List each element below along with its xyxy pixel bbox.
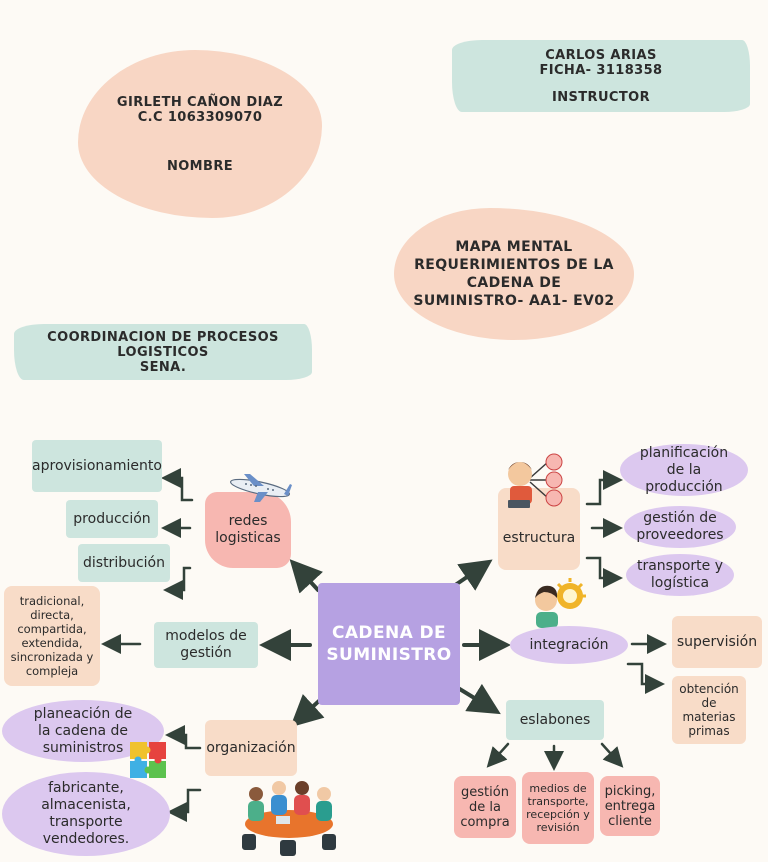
arrow-redes-distribucion [163,566,192,600]
redes-item-label: distribución [83,554,165,571]
center-node-label: CADENA DE SUMINISTRO [326,623,452,665]
organizacion-label: organización [206,739,296,756]
integracion-node: integración [510,626,628,664]
eslabones-item-compra: gestión de la compra [454,776,516,838]
redes-node: redes logisticas [205,492,291,568]
arrow-estructura-planificacion [585,470,623,506]
arrow-center-organizacion [290,693,325,728]
integracion-item-supervision: supervisión [672,616,762,668]
program-name: COORDINACION DE PROCESOS LOGISTICOS SENA… [47,329,279,375]
redes-item-label: aprovisionamiento [32,457,162,474]
modelos-label: modelos de gestión [165,628,247,661]
arrow-organizacion-fabricante [167,788,202,822]
org-item-fabricante: fabricante, almacenista, transporte vend… [2,772,170,856]
org-item-label: fabricante, almacenista, transporte vend… [41,780,131,847]
student-role-label: NOMBRE [166,158,234,174]
redes-item-label: producción [73,510,151,527]
integracion-item-label: obtención de materias primas [679,682,739,738]
eslabones-node: eslabones [506,700,604,740]
estructura-item-label: planificación de la producción [639,444,729,495]
center-node: CADENA DE SUMINISTRO [318,583,460,705]
student-id: C.C 1063309070 [137,109,263,125]
arrow-redes-aprovisionamiento [161,468,194,502]
redes-item-distribucion: distribución [78,544,170,582]
estructura-item-label: gestión de proveedores [636,510,724,543]
arrow-integracion-obtencion [626,662,665,694]
page-title: MAPA MENTAL REQUERIMIENTOS DE LA CADENA … [413,239,615,309]
eslabones-label: eslabones [519,711,591,728]
integracion-label: integración [529,636,609,653]
eslabones-item-label: medios de transporte, recepción y revisi… [526,782,590,834]
meeting-team-icon [234,772,344,858]
estructura-label: estructura [502,529,576,546]
organizacion-node: organización [205,720,297,776]
arrow-organizacion-planeacion [165,725,202,750]
estructura-item-label: transporte y logística [636,558,724,591]
redes-item-produccion: producción [66,500,158,538]
eslabones-item-label: picking, entrega cliente [604,783,656,829]
arrow-eslabones-compra [486,742,510,768]
instructor-name: CARLOS ARIAS [545,47,657,63]
program-card: COORDINACION DE PROCESOS LOGISTICOS SENA… [14,324,312,380]
modelos-node: modelos de gestión [154,622,258,668]
modelos-item-tipos: tradicional, directa, compartida, extend… [4,586,100,686]
estructura-item-planificacion: planificación de la producción [620,444,748,496]
idea-person-icon [528,578,588,628]
team-network-icon [502,452,568,510]
arrow-estructura-transporte [585,556,623,588]
airplane-icon [224,472,294,504]
student-name: GIRLETH CAÑON DIAZ [116,94,284,110]
puzzle-icon [128,740,168,780]
instructor-ficha: FICHA- 3118358 [539,62,663,78]
org-item-label: planeación de la cadena de suministros [33,705,133,756]
estructura-item-gestion: gestión de proveedores [624,506,736,548]
student-info-card: GIRLETH CAÑON DIAZ C.C 1063309070 NOMBRE [78,50,322,218]
integracion-item-label: supervisión [676,633,758,650]
integracion-item-obtencion: obtención de materias primas [672,676,746,744]
eslabones-item-medios: medios de transporte, recepción y revisi… [522,772,594,844]
instructor-info-card: CARLOS ARIAS FICHA- 3118358 INSTRUCTOR [452,40,750,112]
eslabones-item-label: gestión de la compra [460,784,510,830]
arrow-center-eslabones [456,683,501,715]
title-card: MAPA MENTAL REQUERIMIENTOS DE LA CADENA … [394,208,634,340]
arrow-eslabones-picking [600,742,624,768]
arrow-center-redes [289,559,324,594]
redes-label: redes logisticas [215,513,281,546]
redes-item-aprovisionamiento: aprovisionamiento [32,440,162,492]
estructura-item-transporte: transporte y logística [626,554,734,596]
instructor-role-label: INSTRUCTOR [552,89,650,105]
modelos-item-label: tradicional, directa, compartida, extend… [10,594,94,678]
eslabones-item-picking: picking, entrega cliente [600,776,660,836]
